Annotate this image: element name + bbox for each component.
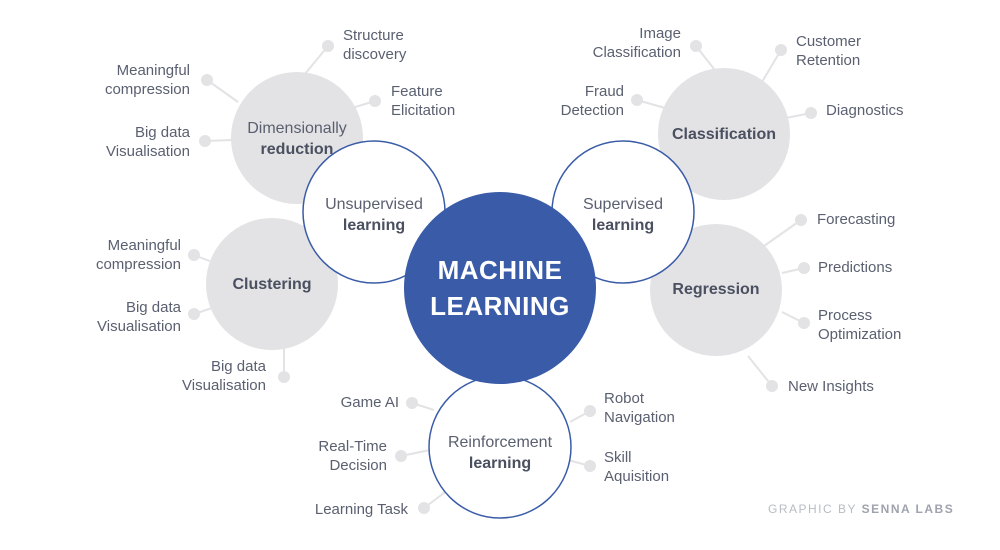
leaf-line: Visualisation [182,377,266,394]
dot-game-ai [406,397,418,409]
leaf-line: Image [639,25,681,42]
dot-new-insights [766,380,778,392]
leaf-line: Structure [343,27,404,44]
leaf-line: compression [104,81,190,98]
dimensionally-line-2: reduction [260,141,334,158]
leaf-structure-discovery: Structure discovery [343,26,463,64]
leaf-line: Aquisition [604,468,670,485]
dot-dim-meaningful-compression [201,74,213,86]
dot-clu-big-data-2 [278,371,290,383]
leaf-line: Skill [604,449,632,466]
leaf-line: Retention [796,52,861,69]
leaf-line: Meaningful [116,62,190,79]
leaf-forecasting: Forecasting [817,211,896,228]
dot-clu-big-data [188,308,200,320]
reinforcement-line-2: learning [468,455,532,472]
reinforcement-line-1: Reinforcement [447,434,553,451]
graphic-credit: GRAPHIC BY SENNA LABS [768,502,954,516]
leaf-skill-aquisition: Skill Aquisition [604,448,724,486]
leaf-line: Visualisation [106,143,190,160]
credit-brand: SENNA LABS [861,502,955,516]
leaf-robot-navigation: Robot Navigation [604,389,724,427]
leaf-line: Process [818,307,873,324]
dot-real-time-decision [395,450,407,462]
leaf-feature-elicitation: Feature Elicitation [391,82,511,120]
dot-image-classification [690,40,702,52]
leaf-line: Robot [604,390,645,407]
classification-bubble [658,68,790,200]
clustering-bubble [206,218,338,350]
leaf-image-classification: Image Classification [550,24,681,62]
leaf-dots [188,40,817,514]
leaf-line: Big data [210,358,266,375]
machine-learning-center-circle [404,192,596,384]
leaf-line: Visualisation [97,318,181,335]
leaf-new-insights: New Insights [788,378,874,395]
leaf-line: discovery [343,46,407,63]
dimensionally-reduction-label: Dimensionally reduction [227,118,367,160]
center-line-2: LEARNING [430,291,570,321]
leaf-dim-big-data-visualisation: Big data Visualisation [60,123,190,161]
reinforcement-learning-label: Reinforcement learning [430,432,570,474]
leaf-line: Feature [391,83,443,100]
dot-robot-navigation [584,405,596,417]
leaf-customer-retention: Customer Retention [796,32,916,70]
unsupervised-line-1: Unsupervised [325,196,423,213]
regression-label: Regression [672,281,760,298]
leaf-clu-meaningful-compression: Meaningful compression [50,236,181,274]
supervised-line-1: Supervised [582,196,664,213]
leaf-line: Optimization [818,326,902,343]
credit-prefix: GRAPHIC BY [768,502,857,516]
leaf-line: Classification [592,44,681,61]
leaf-learning-task: Learning Task [314,501,408,518]
dot-skill-aquisition [584,460,596,472]
dimensionally-line-1: Dimensionally [247,120,347,137]
supervised-line-2: learning [591,217,655,234]
dot-process-optimization [798,317,810,329]
regression-bubble [650,224,782,356]
leaf-fraud-detection: Fraud Detection [520,82,624,120]
leaf-line: Elicitation [391,102,456,119]
unsupervised-line-2: learning [342,217,406,234]
dot-dim-big-data [199,135,211,147]
clustering-label: Clustering [232,276,312,293]
supervised-learning-label: Supervised learning [553,194,693,236]
dot-customer-retention [775,44,787,56]
leaf-line: Fraud [584,83,624,100]
leaf-line: Decision [329,457,387,474]
unsupervised-learning-label: Unsupervised learning [304,194,444,236]
leaf-line: Meaningful [107,237,181,254]
leaf-dim-meaningful-compression: Meaningful compression [60,61,190,99]
leaf-line: Big data [134,124,190,141]
leaf-process-optimization: Process Optimization [818,306,938,344]
center-line-1: MACHINE [437,255,563,285]
leaf-predictions: Predictions [818,259,893,276]
leaf-line: Customer [796,33,862,50]
leaf-line: Big data [125,299,181,316]
machine-learning-title: MACHINE LEARNING [404,252,596,324]
leaf-line: compression [95,256,181,273]
dot-forecasting [795,214,807,226]
dot-predictions [798,262,810,274]
classification-label: Classification [671,126,777,143]
dot-diagnostics [805,107,817,119]
leaf-clu-big-data-visualisation: Big data Visualisation [50,298,181,336]
leaf-clu-big-data-visualisation-2: Big data Visualisation [140,357,266,395]
leaf-line: Detection [560,102,624,119]
dot-feature-elicitation [369,95,381,107]
leaf-line: Real-Time [318,438,387,455]
dot-fraud-detection [631,94,643,106]
dot-clu-meaningful-compression [188,249,200,261]
dot-structure-discovery [322,40,334,52]
leaf-game-ai: Game AI [340,394,399,411]
dot-learning-task [418,502,430,514]
leaf-diagnostics: Diagnostics [826,102,904,119]
leaf-real-time-decision: Real-Time Decision [290,437,387,475]
leaf-line: Navigation [604,409,675,426]
